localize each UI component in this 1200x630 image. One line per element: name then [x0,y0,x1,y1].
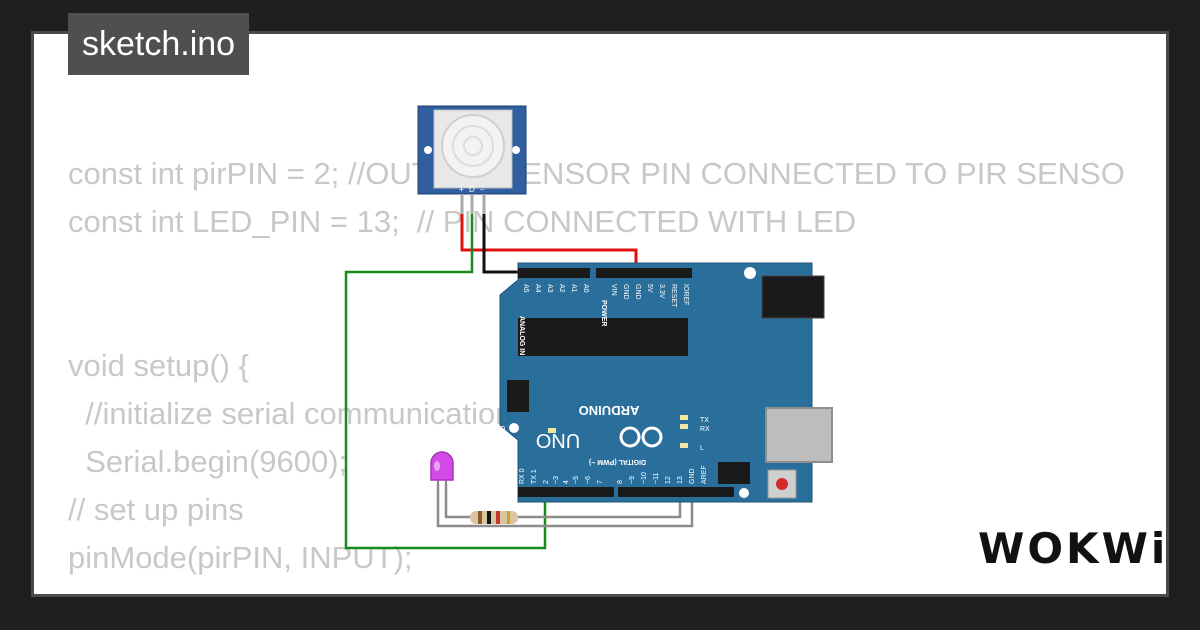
pin-label: A0 [582,284,589,293]
pin-label: RESET [670,284,677,308]
analog-header [518,268,590,278]
pin-label: VIN [610,284,617,296]
analog-pin-labels: A5 A4 A3 A2 A1 A0 [522,284,589,293]
arduino-uno[interactable]: ARDUINO UNO ON TX RX L DIGITAL (PWM ~) A… [495,262,833,503]
power-pin-labels: VIN GND GND 5V 3.3V RESET IOREF [610,284,689,308]
code-line: pinMode(pirPIN, INPUT); [68,540,413,575]
wire-red[interactable] [460,212,638,270]
resistor[interactable] [470,511,518,524]
arduino-infinity-icon [619,426,663,448]
pin-label: GND [622,284,629,300]
rx-label: RX [700,426,710,433]
pin-label: ~10 [641,472,648,484]
pir-pin-label: – [480,185,485,194]
pin-label: 13 [677,476,684,484]
power-label: POWER [600,300,607,326]
pin-label: A1 [570,284,577,293]
code-background: const int pirPIN = 2; //OUTPUT SENSOR PI… [34,116,1166,594]
pin-label: A4 [534,284,541,293]
brand-label: ARDUINO [579,403,640,418]
pir-pin-label: + [459,185,464,194]
pin-label: ~5 [573,476,580,484]
pin-label: 12 [665,476,672,484]
pin-label: ~11 [653,473,660,484]
code-line: // set up pins [68,492,244,527]
pin-label: RX 0 [519,468,526,484]
code-line: //initialize serial communication [68,396,513,431]
atmega-chip [518,318,688,356]
code-line: Serial.begin(9600); [68,444,348,479]
pin-label: ~6 [585,476,592,484]
digital-pin-labels: RX 0 TX 1 2 ~3 4 ~5 ~6 7 8 ~9 ~10 ~11 12… [519,465,708,484]
pin-label: GND [689,468,696,484]
tx-led [680,415,688,420]
pin-label: A2 [558,284,565,293]
pin-label: 5V [646,284,653,293]
pin-label: 3.3V [658,284,665,299]
pin-label: ~9 [629,476,636,484]
digital-header-high [618,487,734,497]
pin-label: 4 [563,480,570,484]
pin-label: 7 [597,480,604,484]
power-jack[interactable] [761,275,825,319]
pin-label: AREF [701,465,708,484]
wire-gray-resistor[interactable] [444,484,682,519]
pin-label: TX 1 [531,469,538,484]
on-led [548,428,556,433]
l-led [680,443,688,448]
icsp-header [507,380,529,412]
pin-label: A5 [522,284,529,293]
pin-label: GND [634,284,641,300]
model-label: UNO [536,429,580,451]
rx-led [680,424,688,429]
l-label: L [700,445,704,452]
analog-label: ANALOG IN [518,316,525,355]
pin-label: A3 [546,284,553,293]
usb-port[interactable] [765,407,833,463]
icsp2-header [718,462,750,484]
power-header [596,268,692,278]
tx-label: TX [700,417,709,424]
pir-sensor[interactable]: + D – [417,105,527,214]
pin-label: 8 [617,480,624,484]
wire-green[interactable] [344,212,547,550]
pin-label: ~3 [553,476,560,484]
code-line: pinMode(LED_PIN, OUTPUT); [68,586,490,594]
code-line: const int pirPIN = 2; //OUTPUT SENSOR PI… [68,156,1125,191]
pin-label: 2 [543,480,550,484]
pir-pin-label: D [469,185,475,194]
code-line: const int LED_PIN = 13; // PIN CONNECTED… [68,204,857,239]
digital-header-low [518,487,614,497]
pin-label: IOREF [682,284,689,305]
code-line: void setup() { [68,348,249,383]
wokwi-logo: WOKWi [978,524,1169,573]
wire-gray-led[interactable] [436,484,694,528]
digital-label: DIGITAL (PWM ~) [589,458,646,465]
file-name-tab[interactable]: sketch.ino [68,13,250,75]
led[interactable] [430,451,454,486]
on-label: ON [495,424,506,431]
